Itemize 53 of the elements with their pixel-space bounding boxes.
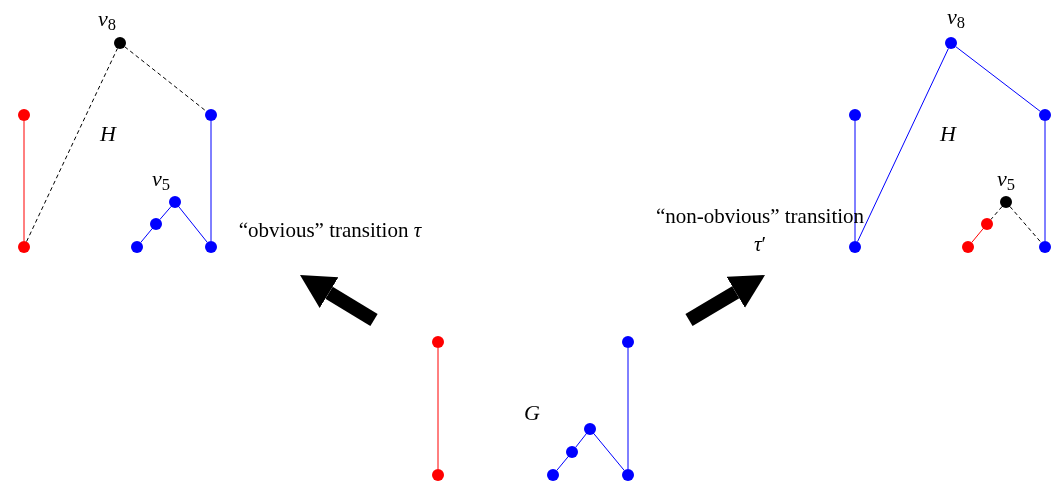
graph-vertex <box>150 218 162 230</box>
edge-line <box>1044 120 1046 242</box>
edge-line <box>23 120 25 242</box>
vertex-label: v$_{8}$ <box>947 6 965 28</box>
graph-vertex <box>849 109 861 121</box>
graph-vertex <box>1000 196 1012 208</box>
thick-arrow <box>685 275 765 326</box>
edge-line <box>593 433 625 471</box>
vertex-label: v$_{5}$ <box>997 168 1015 190</box>
graph-vertex <box>962 241 974 253</box>
edge-line <box>854 120 856 242</box>
graph-name: H <box>100 123 116 145</box>
edge-line <box>178 206 208 243</box>
graph-vertex <box>131 241 143 253</box>
vertex-label: v$_{8}$ <box>98 8 116 30</box>
graph-vertex <box>584 423 596 435</box>
graph-vertex <box>1039 109 1051 121</box>
edge-line <box>857 47 949 243</box>
graph-vertex <box>205 109 217 121</box>
edge-line <box>556 456 569 471</box>
edge-line <box>575 433 587 448</box>
edge-line <box>210 120 212 242</box>
thick-arrow <box>300 275 378 326</box>
graph-vertex <box>432 469 444 481</box>
graph-vertex <box>169 196 181 208</box>
dashed-edge <box>26 47 118 243</box>
vertex-label: v$_{5}$ <box>152 168 170 190</box>
graph-name: G <box>524 402 540 424</box>
graph-vertex <box>566 446 578 458</box>
edge-line <box>627 347 629 470</box>
graph-vertex <box>205 241 217 253</box>
graph-vertex <box>622 469 634 481</box>
transition-label: “obvious” transition τ <box>238 217 422 244</box>
edge-line <box>159 206 172 220</box>
graph-vertex <box>981 218 993 230</box>
dashed-edge <box>990 206 1003 220</box>
graph-vertex <box>1039 241 1051 253</box>
edge-line <box>971 228 984 243</box>
graph-vertex <box>114 37 126 49</box>
graph-vertex <box>622 336 634 348</box>
graph-name: H <box>940 123 956 145</box>
dashed-edge <box>124 46 207 112</box>
edge-line <box>955 46 1041 112</box>
graph-vertex <box>18 241 30 253</box>
graph-vertex <box>945 37 957 49</box>
edge-line <box>140 228 153 243</box>
graph-vertex <box>849 241 861 253</box>
graph-vertex <box>547 469 559 481</box>
edge-line <box>437 347 439 470</box>
graph-vertex <box>18 109 30 121</box>
graph-vertex <box>432 336 444 348</box>
dashed-edge <box>1009 206 1042 243</box>
transition-label: “non-obvious” transition τ′ <box>655 203 865 258</box>
